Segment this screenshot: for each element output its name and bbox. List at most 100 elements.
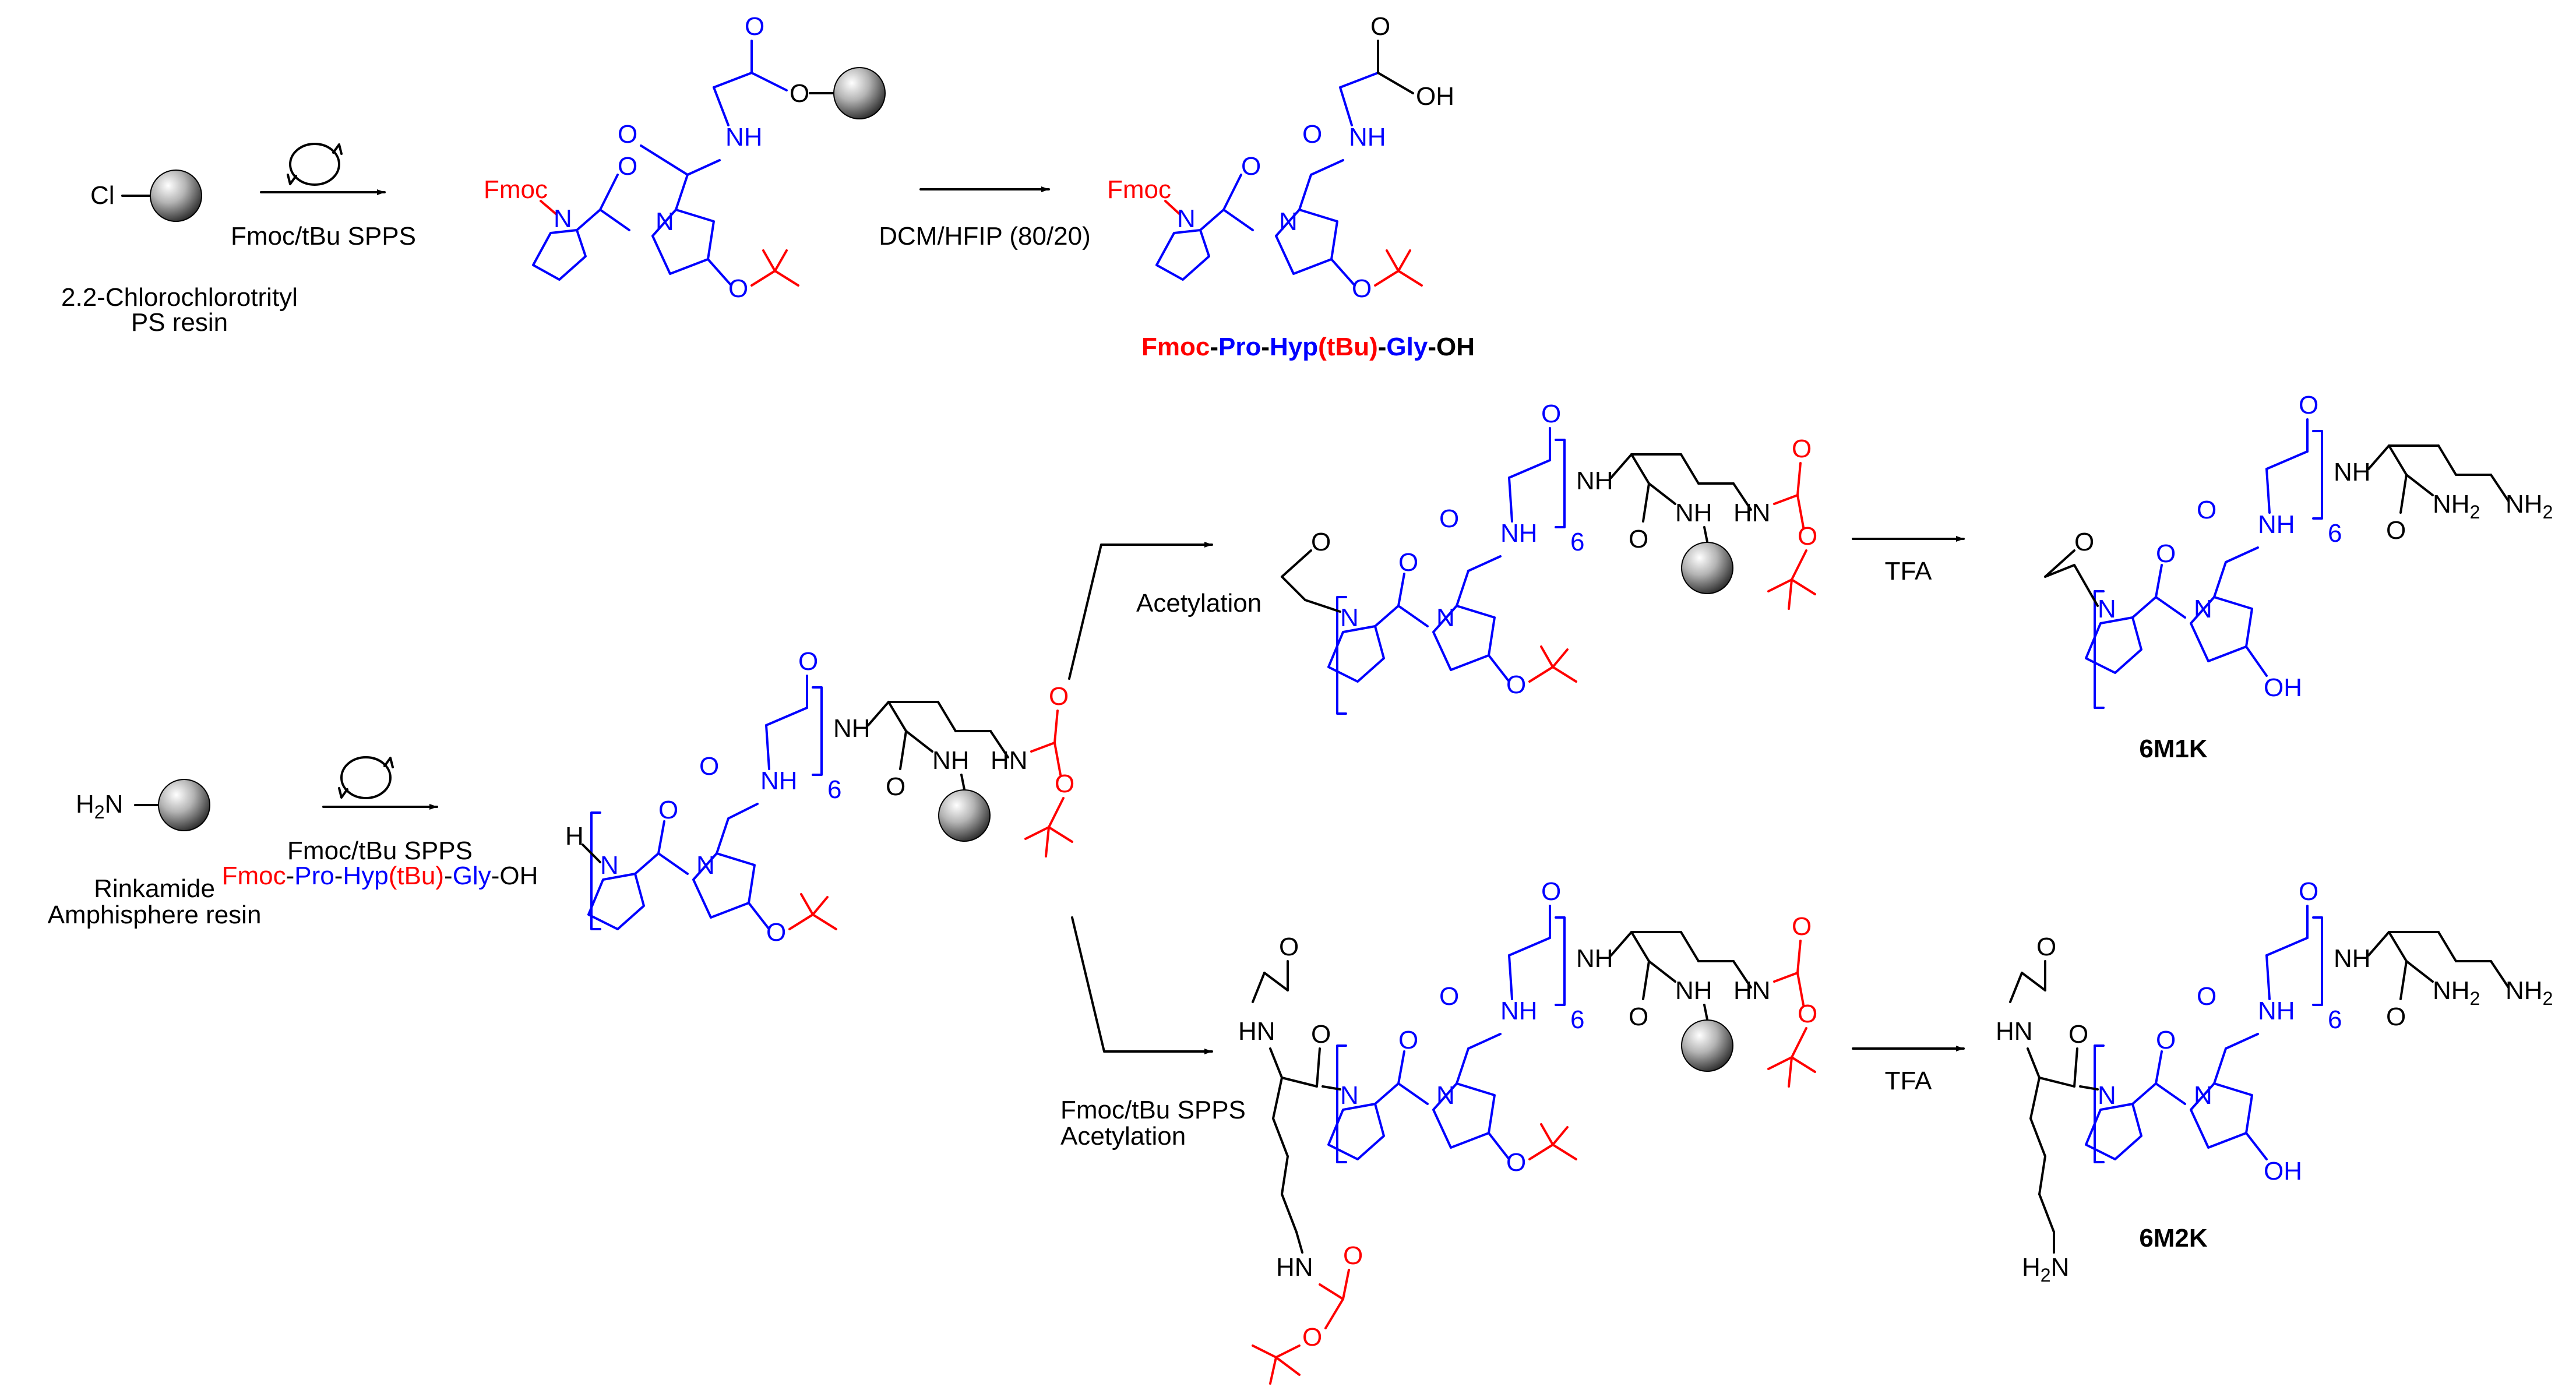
chlorotrityl-resin: Cl 2.2-Chlorochlorotrityl PS resin bbox=[61, 170, 298, 337]
resin-name-line2: Amphisphere resin bbox=[48, 901, 262, 929]
svg-text:6: 6 bbox=[2328, 519, 2342, 548]
svg-text:6: 6 bbox=[1570, 1005, 1584, 1034]
svg-text:O: O bbox=[728, 274, 748, 303]
svg-text:NH: NH bbox=[760, 767, 798, 795]
tfa-label: TFA bbox=[1885, 1067, 1932, 1095]
svg-text:O: O bbox=[1343, 1241, 1363, 1270]
svg-text:O: O bbox=[2386, 516, 2406, 545]
resin-bead-icon bbox=[833, 67, 886, 119]
svg-text:6: 6 bbox=[1570, 528, 1584, 556]
svg-text:O: O bbox=[2156, 1026, 2176, 1054]
resin-name-line1: Rinkamide bbox=[94, 874, 215, 903]
svg-text:NH: NH bbox=[2258, 997, 2295, 1025]
svg-text:N: N bbox=[554, 204, 572, 233]
svg-text:O: O bbox=[1241, 152, 1261, 181]
svg-text:O: O bbox=[1798, 522, 1817, 550]
cycle-label: Fmoc/tBu SPPS bbox=[231, 222, 416, 250]
svg-text:HN: HN bbox=[1996, 1017, 2033, 1046]
svg-text:O: O bbox=[1352, 274, 1372, 303]
cleavage-reagent: DCM/HFIP (80/20) bbox=[879, 222, 1091, 250]
svg-text:O: O bbox=[618, 120, 637, 149]
resin-bead-icon bbox=[1681, 1019, 1733, 1072]
tfa-step-lower: TFA bbox=[1852, 1046, 1965, 1095]
tfa-label: TFA bbox=[1885, 557, 1932, 585]
svg-text:N: N bbox=[1177, 204, 1196, 233]
resin-name-line1: 2.2-Chlorochlorotrityl bbox=[61, 283, 298, 312]
svg-text:NH: NH bbox=[1349, 123, 1386, 151]
svg-text:OH: OH bbox=[2264, 673, 2302, 702]
svg-text:O: O bbox=[1302, 1323, 1322, 1351]
resin-name-line2: PS resin bbox=[131, 308, 228, 337]
acetylated-resin-peptide-upper: O N O N O O NH O 6 NH HN O bbox=[1281, 400, 1817, 715]
svg-text:OH: OH bbox=[2264, 1157, 2302, 1185]
svg-text:Fmoc: Fmoc bbox=[1107, 175, 1171, 204]
svg-text:O: O bbox=[1311, 1020, 1331, 1049]
proline-ring bbox=[532, 229, 587, 281]
svg-text:N: N bbox=[600, 851, 619, 880]
svg-text:O: O bbox=[1439, 504, 1459, 533]
carboxylic-oh: OH bbox=[1416, 82, 1454, 111]
svg-text:O: O bbox=[2068, 1020, 2088, 1049]
svg-text:O: O bbox=[699, 752, 719, 781]
resin-bound-fmoc-pro-hyp-gly: Fmoc N O N O O NH O O bbox=[484, 12, 886, 303]
svg-text:NH: NH bbox=[2258, 510, 2295, 539]
cycle-arrow-icon bbox=[338, 787, 348, 799]
branch-line-upper bbox=[1068, 544, 1102, 680]
svg-text:H2N: H2N bbox=[2022, 1253, 2069, 1286]
amine-label: H2N bbox=[76, 790, 123, 823]
svg-text:NH: NH bbox=[2334, 944, 2371, 973]
svg-text:O: O bbox=[2197, 982, 2216, 1011]
svg-text:NH: NH bbox=[1576, 944, 1613, 973]
spps-cycle-step-top: Fmoc/tBu SPPS bbox=[231, 143, 416, 250]
resin-bead-icon bbox=[1681, 542, 1733, 594]
branch-line-lower bbox=[1071, 916, 1105, 1053]
svg-text:NH2: NH2 bbox=[2505, 490, 2553, 523]
svg-text:N: N bbox=[1340, 1081, 1359, 1110]
repeat-bracket-close bbox=[812, 686, 823, 776]
compound-6m2k-structure: O HN O H2N N O N OH O NH O 6 NH bbox=[1996, 877, 2553, 1286]
svg-text:O: O bbox=[658, 796, 678, 824]
svg-text:NH: NH bbox=[725, 123, 763, 151]
svg-text:NH: NH bbox=[1500, 519, 1538, 548]
product-name-top: Fmoc-Pro-Hyp(tBu)-Gly-OH bbox=[1141, 333, 1475, 361]
acetylation-label: Acetylation bbox=[1060, 1122, 1186, 1151]
cycle-arrow-icon bbox=[383, 757, 394, 768]
svg-text:HN: HN bbox=[1238, 1017, 1275, 1046]
svg-text:O: O bbox=[1302, 120, 1322, 149]
svg-text:NH: NH bbox=[1675, 976, 1712, 1005]
svg-text:O: O bbox=[1398, 548, 1418, 577]
cycle-icon bbox=[340, 756, 392, 799]
svg-text:O: O bbox=[2299, 877, 2318, 906]
svg-text:NH: NH bbox=[1675, 499, 1712, 527]
compound-label-6m2k: 6M2K bbox=[2139, 1224, 2208, 1252]
rinkamide-resin: H2N Rinkamide Amphisphere resin bbox=[48, 779, 262, 929]
svg-text:O: O bbox=[1311, 528, 1331, 556]
svg-text:O: O bbox=[1506, 670, 1526, 699]
svg-text:O: O bbox=[1506, 1148, 1526, 1177]
svg-text:N: N bbox=[1340, 604, 1359, 632]
svg-text:NH: NH bbox=[932, 746, 970, 775]
svg-text:NH2: NH2 bbox=[2433, 976, 2480, 1009]
svg-text:O: O bbox=[1055, 770, 1074, 798]
svg-text:O: O bbox=[1370, 12, 1390, 41]
svg-text:O: O bbox=[1798, 1000, 1817, 1028]
svg-text:NH: NH bbox=[2334, 458, 2371, 486]
svg-text:O: O bbox=[1541, 877, 1561, 906]
svg-text:NH: NH bbox=[1500, 997, 1538, 1025]
svg-text:NH2: NH2 bbox=[2505, 976, 2553, 1009]
svg-text:O: O bbox=[1439, 982, 1459, 1011]
svg-text:HN: HN bbox=[1276, 1253, 1313, 1282]
svg-text:O: O bbox=[1398, 1026, 1418, 1054]
compound-6m1k-structure: O N O N OH O NH O 6 NH NH2 O NH2 6M1K bbox=[2044, 391, 2553, 763]
repeat-bracket-open bbox=[590, 811, 601, 930]
spps-cycle-step-middle: Fmoc/tBu SPPS Fmoc-Pro-Hyp(tBu)-Gly-OH bbox=[222, 756, 538, 890]
svg-text:O: O bbox=[886, 772, 905, 801]
resin-bead-icon bbox=[158, 779, 210, 831]
cycle-icon bbox=[289, 143, 340, 186]
svg-text:NH: NH bbox=[833, 714, 871, 743]
fmoc-pro-hyp-gly-oh-structure: Fmoc N O N O O NH O OH bbox=[1107, 12, 1454, 303]
svg-text:N: N bbox=[2098, 1081, 2116, 1110]
svg-text:O: O bbox=[1279, 933, 1299, 961]
cycle-arrow-icon bbox=[332, 143, 343, 155]
